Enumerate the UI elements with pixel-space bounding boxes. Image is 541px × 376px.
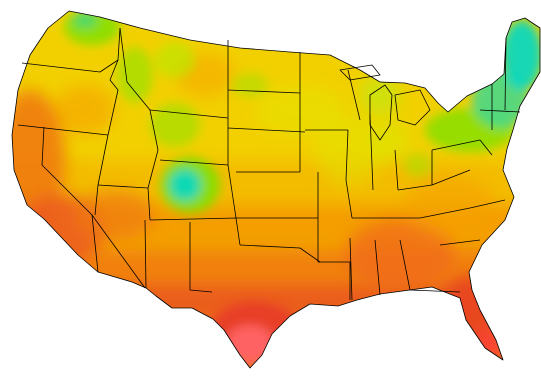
lake-huron-outline [394, 89, 431, 126]
montana-wyoming-border [149, 109, 229, 119]
maine [502, 20, 540, 90]
oregon-idaho-border [17, 59, 119, 136]
california-nevada-border [41, 126, 99, 273]
idaho-rockies [117, 47, 153, 103]
national-outline [11, 10, 541, 369]
mississippi-alabama-border [374, 239, 381, 296]
maine-nh-border [504, 37, 507, 111]
appalachian-highlands [404, 153, 432, 177]
oklahoma-texas-border [239, 244, 321, 263]
black-hills [232, 73, 268, 97]
olympic-peaks [73, 12, 97, 28]
oregon-interior [55, 85, 115, 135]
arizona-west-border [91, 214, 146, 289]
carolinas-border [439, 239, 481, 246]
lake-superior-outline [339, 64, 381, 81]
montana-rockies [155, 42, 195, 78]
tennessee-north-border [352, 207, 471, 219]
gulf-states [345, 220, 455, 290]
illinois-indiana-border [369, 114, 374, 191]
virginia-carolina-border [469, 199, 506, 209]
west-warm-zones [12, 53, 235, 265]
state-borders [11, 10, 541, 369]
wyoming-ranges [150, 103, 200, 147]
colorado-peaks [169, 169, 201, 201]
mississippi-river-border [345, 129, 353, 219]
northeast-cool-zone [404, 20, 540, 177]
arkansas-louisiana-border [318, 261, 351, 300]
indiana-ohio-border [394, 149, 399, 191]
carolinas [405, 175, 495, 235]
pennsylvania-north-border [431, 139, 493, 156]
mississippi-west-border [349, 237, 353, 301]
wisconsin-border [347, 69, 361, 121]
massachusetts-border [479, 109, 521, 113]
colorado-cool-zone [160, 157, 220, 213]
new-mexico-texas-border [189, 222, 213, 293]
alabama-georgia-border [399, 239, 411, 291]
idaho-montana-border [119, 27, 159, 151]
michigan-lower [370, 118, 410, 162]
arizona-new-mexico-border [144, 219, 147, 289]
lake-michigan-outline [369, 84, 393, 141]
washington-oregon-border [21, 27, 121, 73]
north-south-dakota-border [227, 89, 301, 94]
iowa-missouri [315, 115, 385, 185]
utah-arizona-border [97, 184, 149, 189]
south-dakota-nebraska-border [227, 127, 306, 133]
arizona-desert [75, 190, 155, 240]
florida-north-border [409, 289, 461, 293]
